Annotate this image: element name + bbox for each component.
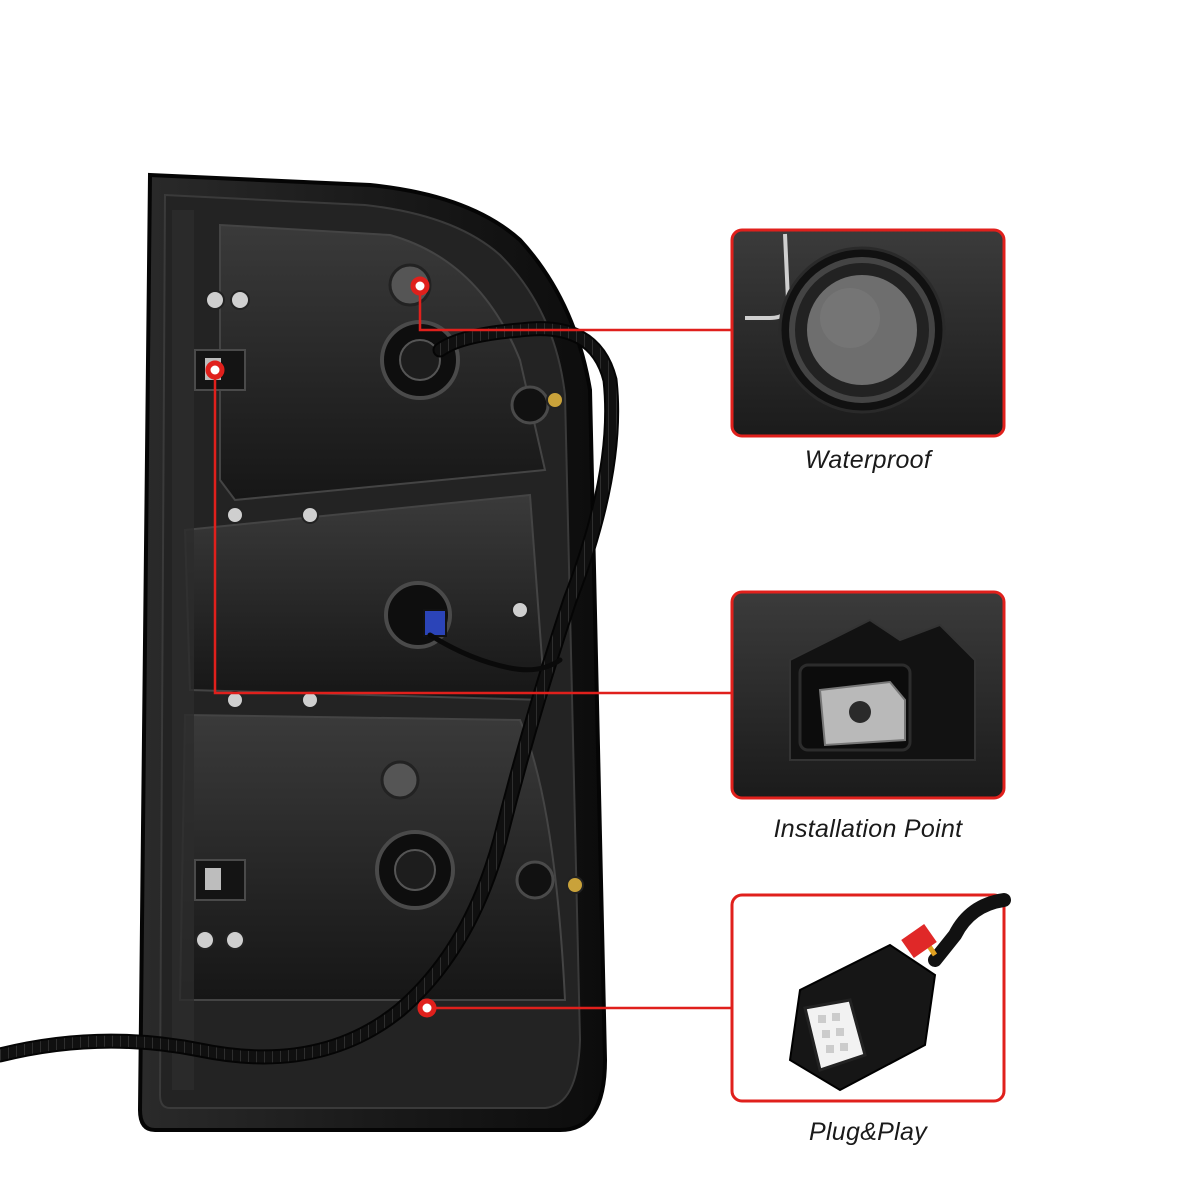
callout-label-waterproof: Waterproof [804,446,932,474]
rubber-seal-plug-icon [745,233,946,414]
callout-lines [213,286,732,1010]
callout-label-installation-point: Installation Point [773,815,963,843]
detail-panel-waterproof [730,228,1006,438]
mounting-clip-icon [789,618,976,761]
detail-panel-plug-play [730,893,1011,1103]
wire-connector-icon [788,893,1011,1092]
callout-label-plug-play: Plug&Play [808,1118,928,1146]
detail-panel-installation-point [730,590,1006,800]
tail-light-housing [137,172,608,1132]
callout-markers [205,276,437,1018]
wire-harness [0,321,620,1065]
